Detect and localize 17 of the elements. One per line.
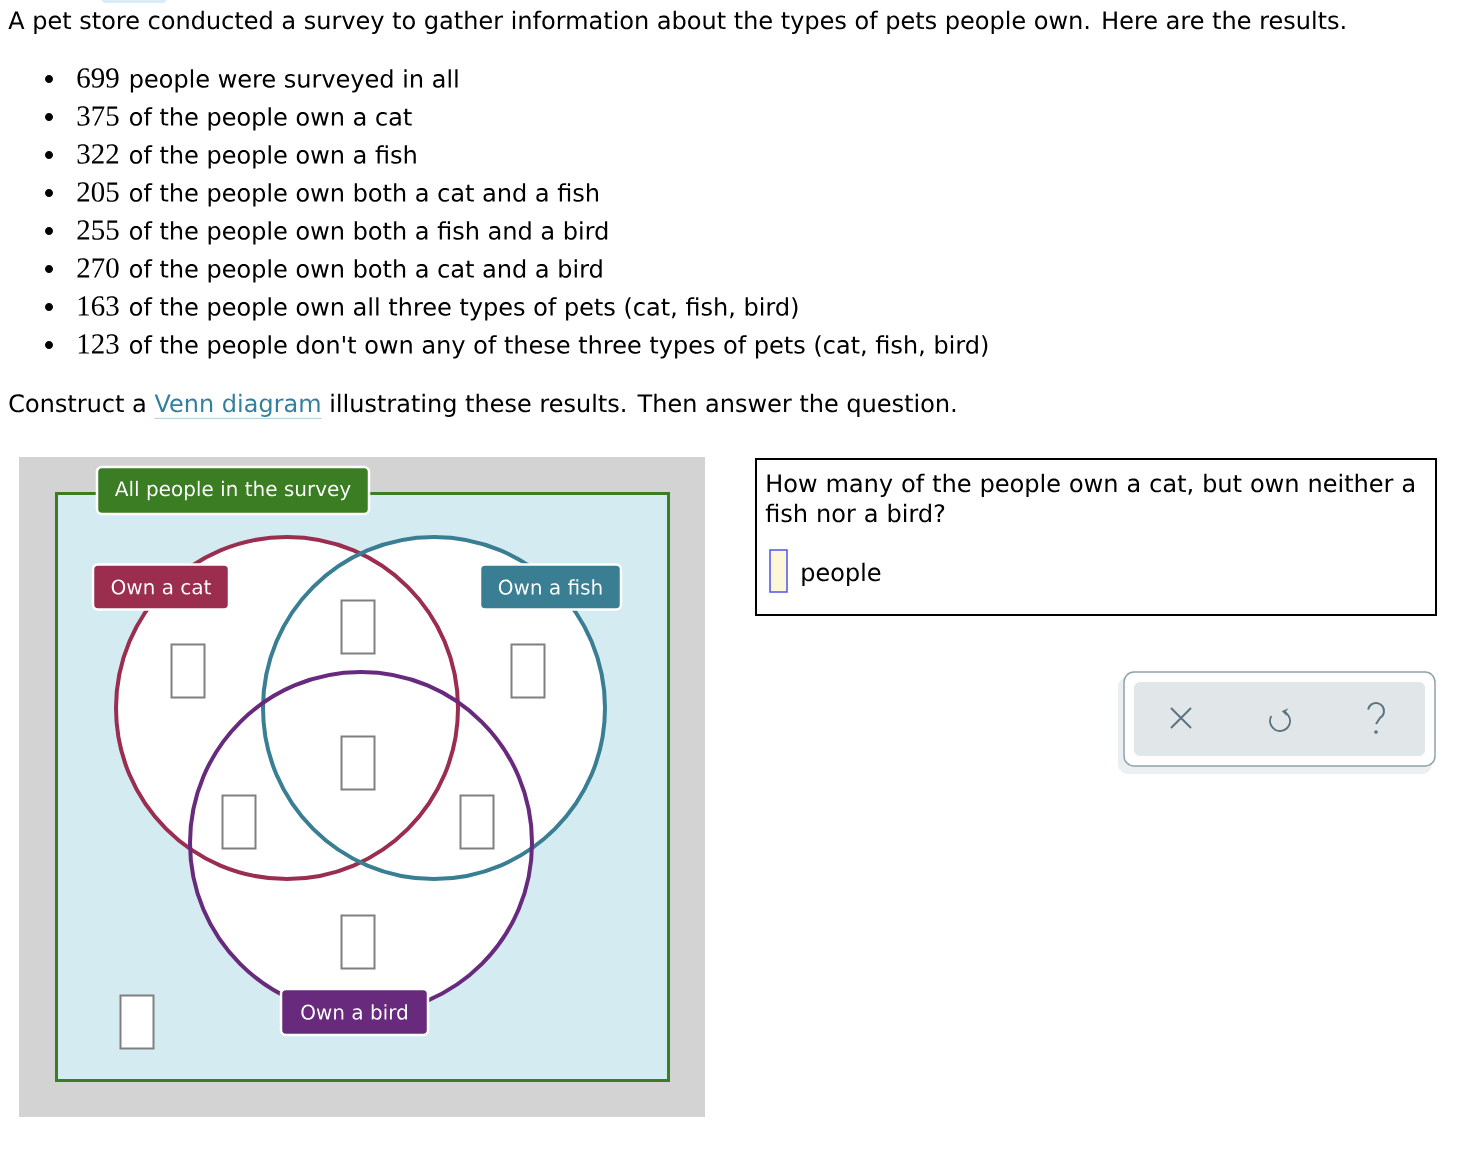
unit-label: people — [802, 562, 881, 586]
intro-text: A pet store conducted a survey to gather information about the types of pets people own. Here are the results. — [8, 10, 1345, 34]
set-label: Own a cat — [91, 563, 231, 611]
list-item: 270 of the people own both a cat and a bird — [77, 258, 602, 283]
list-item: 255 of the people own both a fish and a bird — [77, 220, 608, 245]
list-item: 375 of the people own a cat — [77, 106, 412, 131]
question-text: How many of the people own a cat, but own neither a fish nor a bird? — [765, 473, 1414, 523]
list-item: 699 people were surveyed in all — [77, 68, 458, 93]
list-item: 322 of the people own a fish — [77, 144, 416, 169]
link: Venn diagram — [154, 393, 322, 419]
set-label: All people in the survey — [95, 465, 371, 516]
list-item: 123 of the people don't own any of these three types of pets (cat, fish, bird) — [78, 334, 988, 359]
set-label: Own a fish — [478, 563, 623, 611]
list-item: 205 of the people own both a cat and a fish — [77, 182, 598, 207]
set-label: Own a bird — [279, 987, 430, 1037]
instruction-text: Construct a Venn diagram illustrating these results. Then answer the question. — [9, 393, 956, 419]
list-item: 163 of the people own all three types of pets (cat, fish, bird) — [78, 296, 798, 321]
